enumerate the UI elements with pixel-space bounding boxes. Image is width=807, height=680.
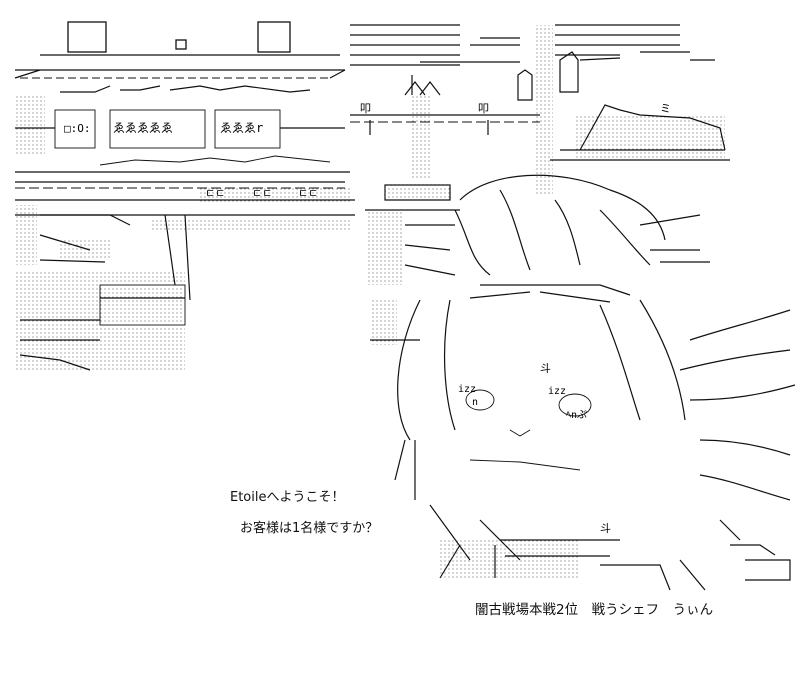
caption: 闇古戦場本戦2位 戦うシェフ うぃん — [475, 602, 714, 618]
greeting-line-1: Etoileへようこそ！ — [230, 490, 345, 505]
greeting-line-2: お客様は1名様ですか？ — [240, 521, 379, 536]
face-mark-1: n — [472, 397, 478, 408]
shop-token-text: □:O: — [64, 122, 91, 135]
svg-text:叩: 叩 — [478, 102, 489, 115]
face-mark-2: ﾍnぷ — [566, 409, 587, 421]
side-shelves — [365, 209, 460, 345]
right-wall: ミ — [350, 24, 730, 195]
chef-character: izz izz n ﾍnぷ 斗 斗 — [394, 174, 796, 591]
side-mark-2-text: 斗 — [540, 362, 551, 375]
cups-text-2: ㄷㄷ — [252, 187, 272, 200]
bottom-mark-text: 斗 — [600, 522, 611, 535]
shop-sign-text: ゑゑゑゑゑ — [113, 121, 173, 135]
storefront-facade — [15, 85, 350, 189]
counter-and-tables: ㄷㄷ ㄷㄷ ㄷㄷ — [15, 186, 355, 371]
cups-text-3: ㄷㄷ — [298, 187, 318, 200]
shop-signage: □:O: ゑゑゑゑゑ ゑゑゑr — [64, 121, 263, 135]
mid-label-2: izz — [548, 386, 566, 397]
mid-label-1: izz — [458, 384, 476, 395]
storefront-roof — [14, 21, 346, 79]
cups-text-1: ㄷㄷ — [205, 187, 225, 200]
side-mark-text: ミ — [660, 102, 671, 115]
shop-sign-text-2: ゑゑゑr — [220, 121, 263, 135]
svg-text:叩: 叩 — [360, 102, 371, 115]
lamps-and-poles: 叩 叩 — [350, 69, 540, 201]
